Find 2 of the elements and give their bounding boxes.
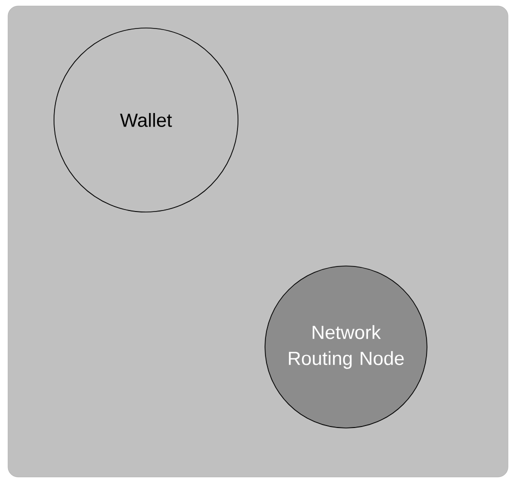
circle-node: Wallet [54, 28, 238, 212]
circle-node: Network Routing Node [264, 266, 428, 428]
